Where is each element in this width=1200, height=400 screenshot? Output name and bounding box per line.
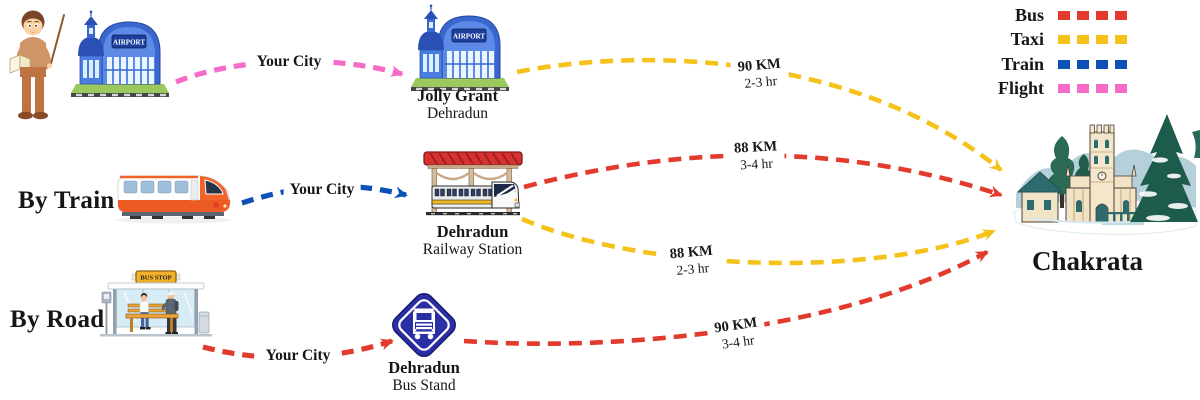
node-subtitle: Bus Stand: [392, 377, 456, 395]
your-city-airport-icon: AIRPORT: [71, 10, 169, 97]
legend-dash-train: [1058, 59, 1128, 69]
route-distance-bus-railway: 88 KM 3-4 hr: [726, 137, 786, 175]
node-title: Dehradun: [436, 222, 509, 241]
legend-dash-taxi: [1058, 35, 1128, 45]
route-bus-your-city-to-bus-stand: [202, 338, 394, 361]
legend-label-bus: Bus: [1014, 4, 1044, 25]
railway-station-icon: [423, 151, 523, 216]
legend-label-flight: Flight: [997, 78, 1044, 99]
node-label-bus-stand: Dehradun Bus Stand: [359, 358, 489, 395]
legend-row-bus: Bus: [958, 3, 1128, 28]
legend-dash-bus: [1058, 10, 1128, 20]
duration-value: 2-3 hr: [743, 73, 778, 91]
train-icon: [116, 175, 232, 224]
mode-label-by-train: By Train: [18, 187, 115, 214]
destination-title: Chakrata: [1031, 246, 1143, 276]
airport-sign-text: AIRPORT: [113, 39, 145, 47]
legend-row-flight: Flight: [958, 77, 1128, 102]
bus-stand-sign-icon: [392, 293, 456, 357]
route-distance-taxi-railway: 88 KM 2-3 hr: [662, 241, 722, 281]
route-label-your-city-road: Your City: [259, 346, 337, 366]
node-label-railway-station: Dehradun Railway Station: [410, 222, 535, 259]
legend-row-taxi: Taxi: [958, 28, 1128, 53]
node-subtitle: Railway Station: [422, 241, 523, 259]
legend-label-train: Train: [1001, 53, 1044, 74]
bus-stop-icon: BUS STOP: [100, 270, 212, 337]
node-title: Jolly Grant: [416, 86, 499, 105]
legend-row-train: Train: [958, 52, 1128, 77]
node-label-jolly-grant: Jolly Grant Dehradun: [395, 86, 520, 123]
legend: Bus Taxi Train Flight: [958, 3, 1128, 101]
legend-label-taxi: Taxi: [1010, 29, 1044, 50]
route-label-your-city-flight: Your City: [250, 52, 328, 72]
node-title: Dehradun: [388, 358, 460, 377]
airport-sign-text: AIRPORT: [453, 33, 485, 41]
node-label-chakrata: Chakrata: [1015, 246, 1160, 277]
node-subtitle: Dehradun: [426, 105, 489, 123]
route-label-your-city-train: Your City: [283, 180, 361, 200]
duration-value: 3-4 hr: [739, 155, 774, 173]
legend-dash-flight: [1058, 84, 1128, 94]
guide-person-icon: [9, 10, 65, 120]
bus-stop-sign-text: BUS STOP: [140, 275, 171, 282]
duration-value: 2-3 hr: [675, 260, 710, 278]
route-distance-taxi-jolly-grant: 90 KM 2-3 hr: [730, 54, 790, 94]
route-taxi-railway-station-to-chakrata: [521, 216, 996, 266]
chakrata-scene-icon: [1013, 114, 1200, 235]
mode-label-by-road: By Road: [10, 306, 105, 333]
jolly-grant-airport-icon: AIRPORT: [411, 4, 509, 91]
route-bus-bus-stand-to-chakrata: [463, 249, 989, 346]
